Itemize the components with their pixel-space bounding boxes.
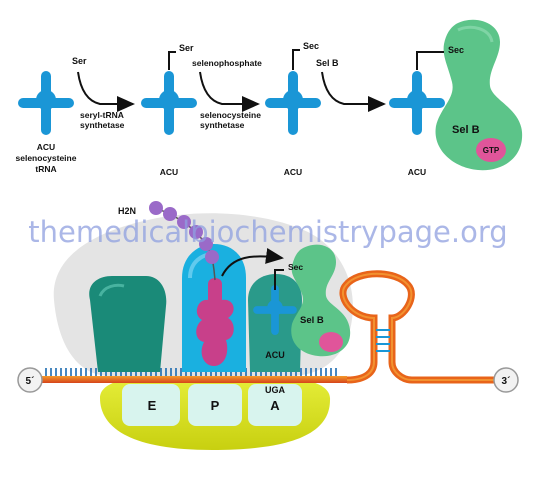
step1-trna-name-line2: tRNA (35, 164, 56, 174)
step1-trna (18, 71, 74, 135)
step1-ser-label: Ser (72, 56, 87, 66)
step3-trna (265, 71, 321, 135)
incoming-sec-label: Sec (288, 262, 303, 272)
step2-enzyme-line1: selenocysteine (200, 110, 261, 120)
step4-selb-protein (435, 19, 523, 171)
step2-ser-linker (168, 51, 176, 70)
uga-codon-label: UGA (265, 385, 286, 395)
peptide-terminus-label: H2N (118, 206, 136, 216)
three-prime-label: 3´ (502, 376, 511, 387)
peptidyl-transfer-arrow (221, 247, 284, 277)
step4-selb-label: Sel B (452, 124, 480, 136)
step1-anticodon: ACU (37, 142, 55, 152)
watermark: themedicalbiochemistrypage.org (28, 215, 507, 249)
gtp-blob (476, 138, 506, 162)
mrna-strand (38, 270, 496, 384)
site-boxes (122, 384, 302, 426)
incoming-selb-protein (291, 244, 351, 357)
site-a-label: A (270, 398, 280, 413)
step2-ser-label: Ser (179, 43, 194, 53)
peptide-chain (149, 201, 219, 281)
step4-anticodon: ACU (408, 167, 426, 177)
step1-enzyme-line1: seryl-tRNA (80, 110, 124, 120)
step4-sec-label: Sec (448, 45, 464, 55)
step1-arrow (77, 71, 135, 112)
e-site-trna (89, 276, 167, 372)
step3-sec-label: Sec (303, 41, 319, 51)
step2-arrow (199, 71, 260, 112)
site-p-label: P (211, 398, 220, 413)
step2-trna (141, 71, 197, 135)
incoming-gtp-blob (319, 332, 343, 352)
step3-arrow (321, 71, 386, 112)
site-e-label: E (148, 398, 157, 413)
step3-sec-linker (292, 49, 300, 70)
five-prime-cap (17, 367, 43, 393)
step4-sec-linker (416, 51, 444, 70)
step1-trna-name-line1: selenocysteine (16, 153, 77, 163)
stem-loop-base-pairs (376, 329, 390, 352)
step2-anticodon: ACU (160, 167, 178, 177)
gtp-label: GTP (483, 146, 500, 155)
incoming-sec-linker (274, 269, 284, 290)
step1-enzyme-line2: synthetase (80, 120, 125, 130)
three-prime-cap (493, 367, 519, 393)
incoming-selb-label: Sel B (300, 315, 324, 326)
step2-substrate: selenophosphate (192, 58, 262, 68)
peptidyl-trna (196, 278, 234, 366)
five-prime-label: 5´ (26, 376, 35, 387)
step2-enzyme-line2: synthetase (200, 120, 245, 130)
step3-selb-label: Sel B (316, 58, 339, 68)
step3-anticodon: ACU (284, 167, 302, 177)
incoming-anticodon: ACU (265, 350, 285, 360)
